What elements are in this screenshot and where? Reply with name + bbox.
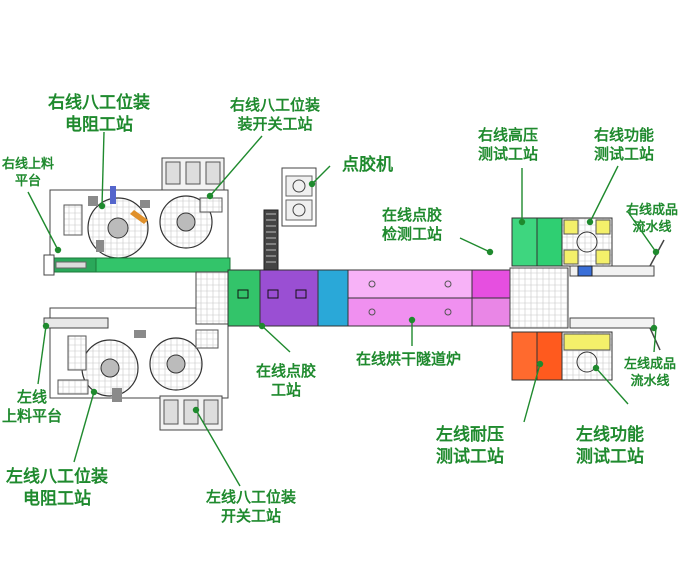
- transfer-module: [195, 271, 231, 325]
- label-left-withstand-test: 左线耐压 测试工站: [436, 425, 504, 467]
- label-left-resistor-station: 左线八工位装 电阻工站: [6, 467, 108, 509]
- label-right-switch-station: 右线八工位装 装开关工站: [230, 96, 321, 133]
- distribution-module: [509, 267, 569, 329]
- leader-lines: [27, 131, 660, 487]
- label-right-hv-test: 右线高压 测试工站: [478, 126, 539, 163]
- label-left-function-test: 左线功能 测试工站: [576, 425, 644, 467]
- chain-conveyor: [263, 209, 279, 271]
- left-line-machine: [43, 307, 229, 431]
- label-drying-oven: 在线烘干隧道炉: [356, 350, 462, 368]
- label-right-function-test: 右线功能 测试工站: [594, 126, 655, 163]
- label-right-feed-platform: 右线上料 平台: [2, 157, 55, 189]
- glue-inspection-station: [471, 269, 511, 327]
- label-inline-glue-inspection: 在线点胶 检测工站: [382, 206, 443, 243]
- inline-glue-station: [227, 269, 319, 327]
- label-dispenser: 点胶机: [342, 155, 393, 175]
- label-right-product-line: 右线成品 流水线: [626, 203, 679, 235]
- right-test-stations: [511, 217, 613, 267]
- label-left-switch-station: 左线八工位装 开关工站: [206, 488, 297, 525]
- drying-oven: [347, 269, 473, 327]
- left-test-stations: [511, 331, 613, 381]
- label-left-product-line: 左线成品 流水线: [624, 357, 677, 389]
- dispenser-machine: [281, 167, 317, 227]
- label-inline-glue-station: 在线点胶 工站: [256, 362, 317, 399]
- label-left-feed-platform: 左线 上料平台: [2, 388, 63, 425]
- right-line-machine: [43, 157, 231, 276]
- label-right-resistor-station: 右线八工位装 电阻工站: [48, 93, 150, 135]
- buffer-station: [317, 269, 349, 327]
